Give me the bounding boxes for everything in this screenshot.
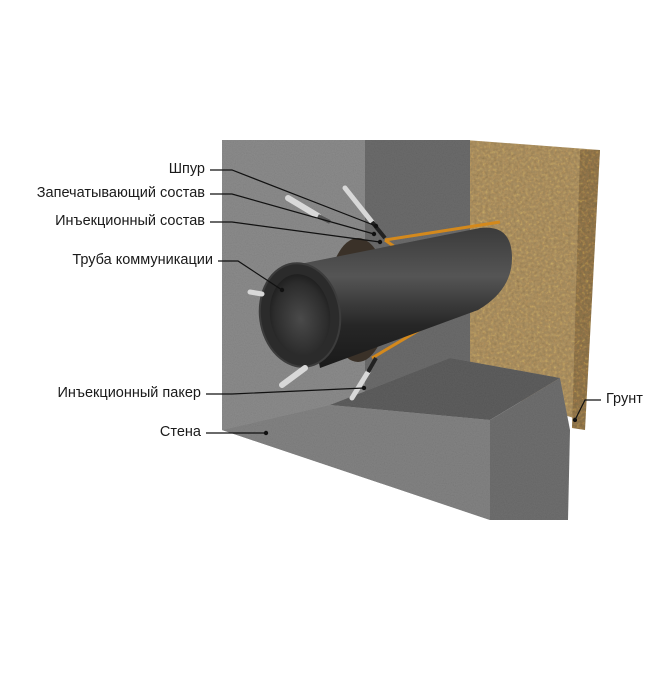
communication-pipe <box>258 227 512 368</box>
leader-packer <box>206 387 365 395</box>
label-wall: Стена <box>159 424 201 440</box>
soil-block <box>465 140 600 430</box>
leader-sealing <box>210 193 375 235</box>
leader-injection <box>210 221 381 243</box>
packer-bottom-right <box>349 357 378 401</box>
label-pipe: Труба коммуникации <box>72 252 213 268</box>
leader-soil <box>574 399 601 421</box>
leader-dots <box>263 223 578 436</box>
label-injection-packer: Инъекционный пакер <box>57 385 202 401</box>
label-sealing-composition: Запечатывающий состав <box>36 185 205 201</box>
label-soil: Грунт <box>606 391 643 407</box>
leader-shpur <box>210 169 377 227</box>
label-injection-composition: Инъекционный состав <box>55 213 205 229</box>
label-shpur: Шпур <box>168 161 205 177</box>
packer-left <box>247 289 265 297</box>
leader-pipe <box>218 260 283 291</box>
floor-block <box>222 358 570 520</box>
packer-bottom-left <box>279 365 308 388</box>
leader-lines <box>206 169 601 434</box>
